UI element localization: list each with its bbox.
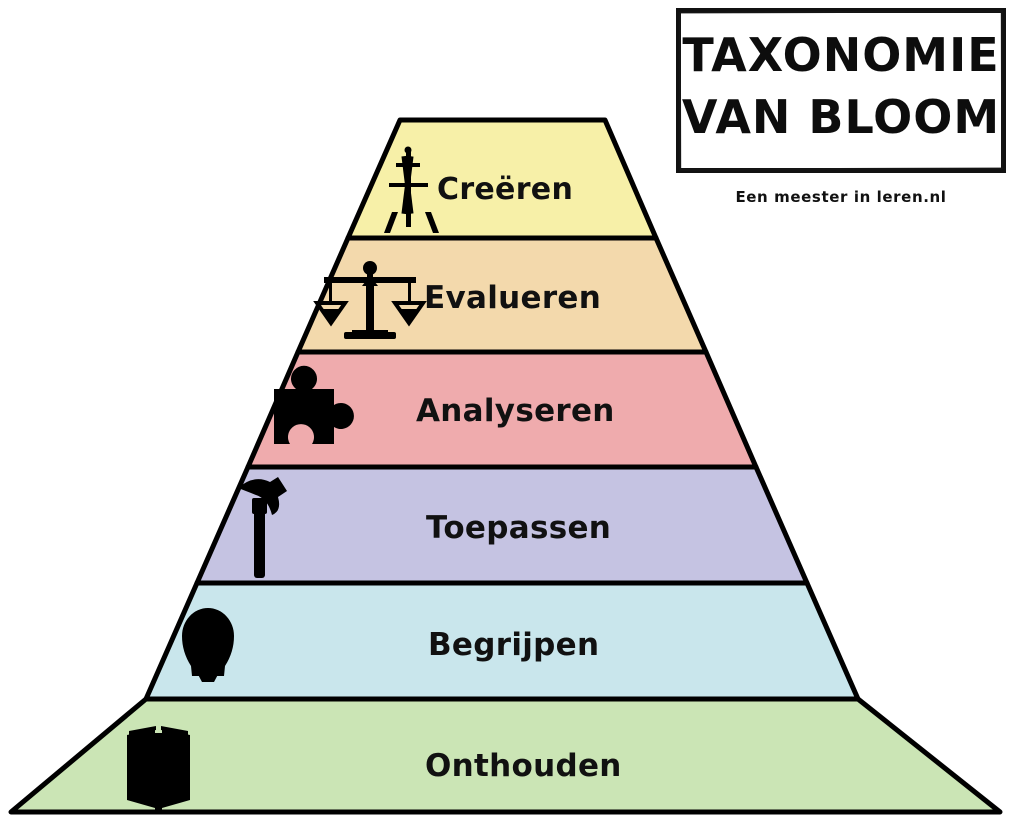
pyramid-level-label-begrijpen: Begrijpen (428, 627, 600, 663)
title-line-secondary: VAN BLOOM (681, 90, 1001, 144)
scales-icon (313, 261, 427, 339)
pyramid-level-onthouden[interactable] (8, 696, 1003, 815)
pyramid-level-label-creeren: Creëren (437, 172, 574, 207)
pyramid-level-label-evalueren: Evalueren (424, 280, 602, 316)
hammer-icon (238, 477, 287, 578)
puzzle-piece-icon (274, 365, 354, 444)
pyramid-level-label-onthouden: Onthouden (425, 748, 622, 784)
lightbulb-icon (182, 608, 234, 682)
source-credit: Een meester in leren.nl (735, 188, 947, 206)
open-book-icon (127, 726, 190, 811)
title-card: TAXONOMIE VAN BLOOM (676, 8, 1006, 173)
title-line-primary: TAXONOMIE (682, 28, 1000, 82)
pyramid-level-label-analyseren: Analyseren (416, 393, 615, 429)
pyramid-level-label-toepassen: Toepassen (426, 510, 612, 546)
title-card-frame (676, 8, 1006, 173)
easel-icon (384, 146, 439, 233)
